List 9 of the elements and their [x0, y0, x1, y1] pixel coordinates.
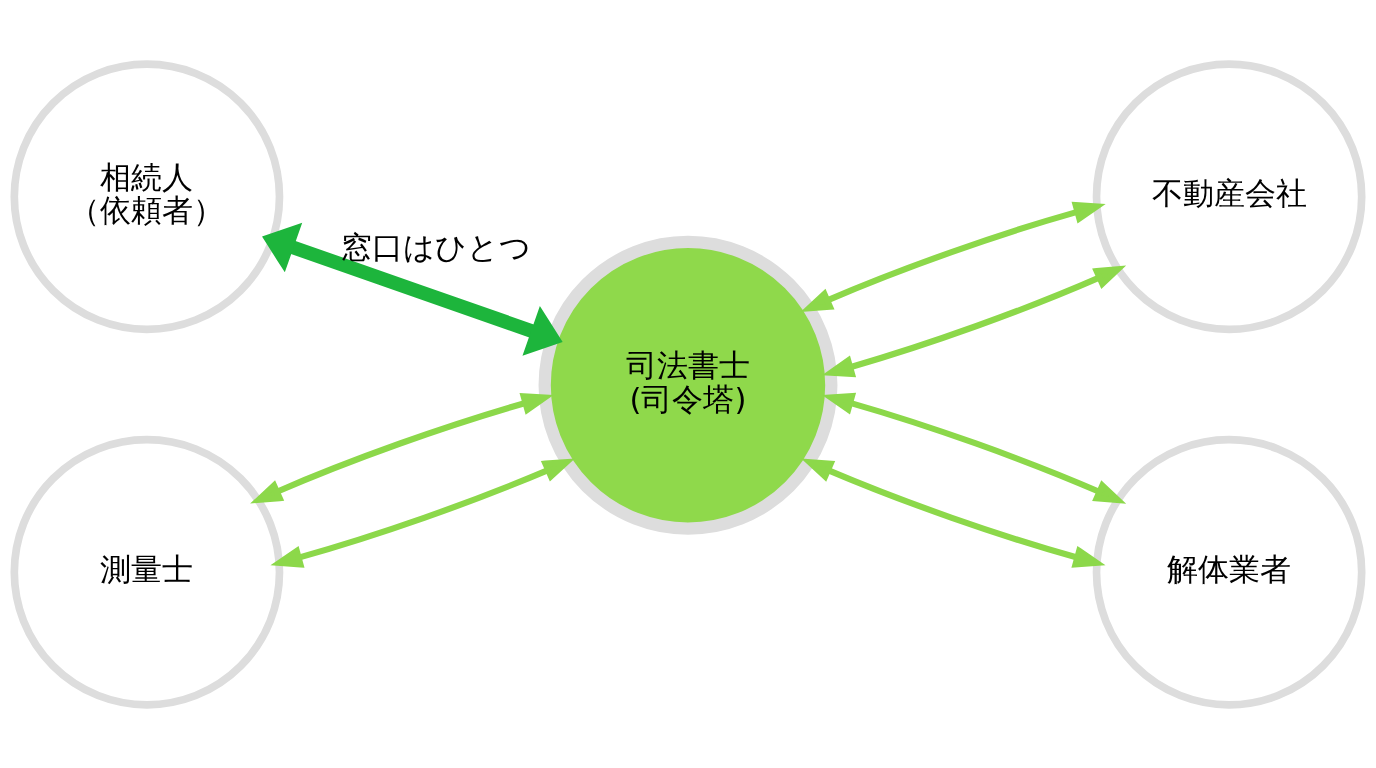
arrow	[821, 265, 1127, 377]
arrow	[821, 392, 1127, 504]
edge-label: 窓口はひとつ	[341, 229, 532, 265]
arrow	[250, 392, 554, 504]
arrow	[800, 201, 1106, 312]
node-circle: 相続人（依頼者）	[10, 59, 284, 333]
arrow	[270, 457, 575, 568]
arrow	[262, 222, 563, 356]
arrow	[801, 457, 1106, 568]
